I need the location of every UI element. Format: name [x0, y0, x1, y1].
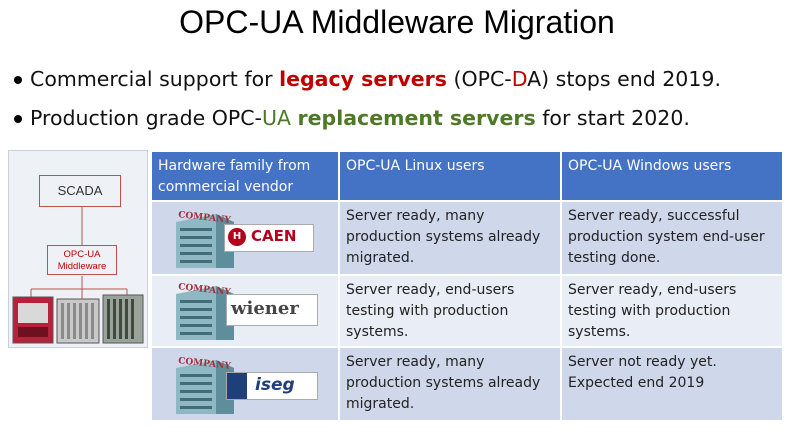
bullet-text: Commercial support for: [30, 67, 280, 91]
architecture-diagram: SCADA OPC-UA Middleware: [8, 150, 148, 348]
bullet-highlight-letters: UA: [261, 106, 291, 130]
wiener-logo: wiener: [226, 294, 318, 326]
caen-logo: H CAEN: [224, 224, 314, 252]
vendor-cell-caen: COMPANY H CAEN: [152, 202, 338, 274]
table-header-cell: Hardware family from commercial vendor: [152, 152, 338, 200]
bullet-dot-icon: [14, 115, 22, 123]
slide-title: OPC-UA Middleware Migration: [179, 4, 615, 40]
bullet-text: for start 2020.: [535, 106, 690, 130]
bullet-text: A) stops end 2019.: [527, 67, 721, 91]
bullet-legacy-support: Commercial support for legacy servers (O…: [14, 67, 721, 91]
bullet-highlight: legacy servers: [279, 67, 447, 91]
table-header-cell: OPC-UA Windows users: [562, 152, 782, 200]
middleware-box: OPC-UA Middleware: [47, 245, 117, 275]
vendor-cell-wiener: COMPANY wiener: [152, 276, 338, 346]
windows-status-cell: Server not ready yet. Expected end 2019: [562, 348, 782, 420]
bullet-text: Production grade OPC-: [30, 106, 262, 130]
table-header-cell: OPC-UA Linux users: [340, 152, 560, 200]
hardware-crates-image: [12, 294, 144, 344]
linux-status-cell: Server ready, many production systems al…: [340, 202, 560, 274]
bullet-dot-icon: [14, 76, 22, 84]
windows-status-cell: Server ready, end-users testing with pro…: [562, 276, 782, 346]
bullet-highlight-letter: D: [511, 67, 528, 91]
vendor-comparison-table: Hardware family from commercial vendor O…: [152, 152, 782, 420]
iseg-logo: iseg: [226, 372, 318, 400]
scada-box: SCADA: [39, 175, 121, 207]
linux-status-cell: Server ready, many production systems al…: [340, 348, 560, 420]
bullet-highlight: replacement servers: [297, 106, 536, 130]
bullet-text: (OPC-: [446, 67, 512, 91]
bullet-replacement-servers: Production grade OPC-UA replacement serv…: [14, 106, 690, 130]
vendor-cell-iseg: COMPANY iseg: [152, 348, 338, 420]
windows-status-cell: Server ready, successful production syst…: [562, 202, 782, 274]
linux-status-cell: Server ready, end-users testing with pro…: [340, 276, 560, 346]
